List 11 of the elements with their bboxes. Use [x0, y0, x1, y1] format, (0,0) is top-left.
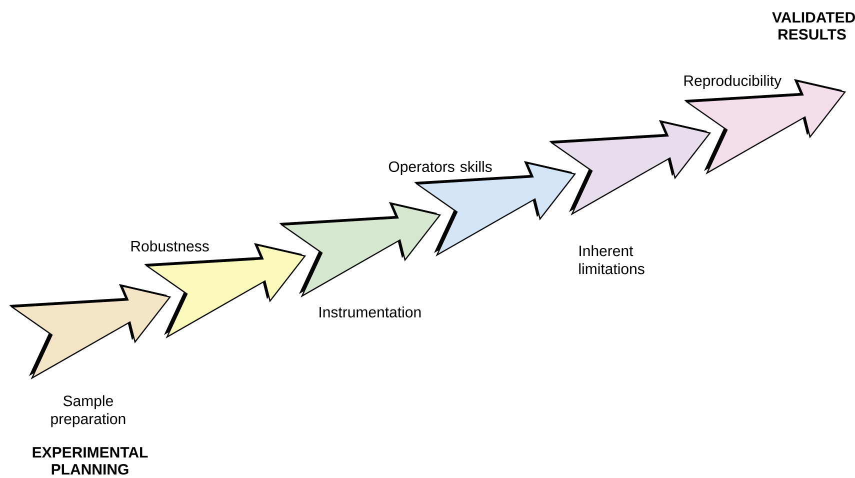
stage-heading: EXPERIMENTAL PLANNING	[32, 447, 148, 475]
step-label: Robustness	[131, 240, 209, 252]
arrow-shape	[9, 284, 172, 380]
step-label: Inherent limitations	[579, 245, 644, 274]
step-label: Instrumentation	[320, 306, 421, 318]
step-label: Sample preparation	[51, 395, 126, 428]
step-label: Operators skills	[388, 161, 492, 175]
step-label: Reproducibility	[684, 75, 782, 89]
arrow-shape	[549, 120, 712, 216]
stage-heading: VALIDATED RESULTS	[772, 12, 855, 40]
arrow-shape	[279, 202, 442, 298]
